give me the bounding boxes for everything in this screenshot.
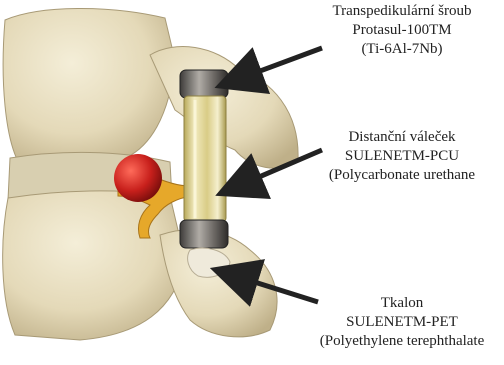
spacer-label: Distanční váleček SULENETM-PCU (Polycarb… <box>302 128 502 185</box>
cord-label-line3: (Polyethylene terephthalate <box>302 332 502 351</box>
cord-label: Tkalon SULENETM-PET (Polyethylene tereph… <box>302 294 502 351</box>
upper-screw-head <box>180 70 228 98</box>
upper-vertebra-body <box>3 8 175 165</box>
screw-label-line3: (Ti-6Al-7Nb) <box>302 40 502 59</box>
spacer-label-line3: (Polycarbonate urethane <box>302 166 502 185</box>
screw-label: Transpedikulární šroub Protasul-100TM (T… <box>302 2 502 59</box>
spacer-label-line1: Distanční váleček <box>302 128 502 147</box>
cord-label-line2: SULENETM-PET <box>302 313 502 332</box>
spacer-cylinder <box>184 96 226 222</box>
lower-screw-head <box>180 220 228 248</box>
spacer-label-line2: SULENETM-PCU <box>302 147 502 166</box>
cord-label-line1: Tkalon <box>302 294 502 313</box>
screw-label-line1: Transpedikulární šroub <box>302 2 502 21</box>
nerve-ganglion <box>114 154 162 202</box>
screw-label-line2: Protasul-100TM <box>302 21 502 40</box>
